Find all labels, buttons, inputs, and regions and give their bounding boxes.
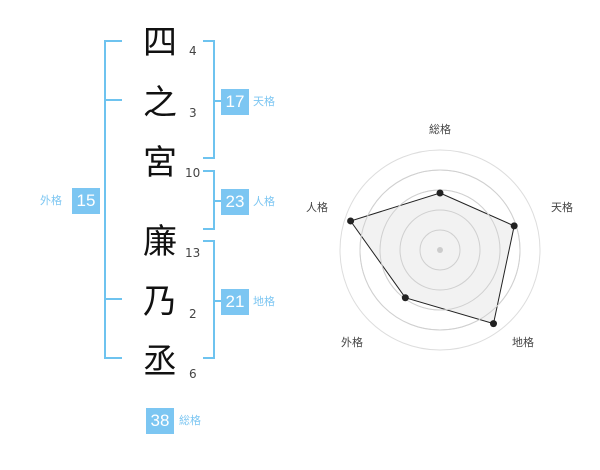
radar-point-0 [436, 189, 444, 197]
radar-label-tenkaku: 天格 [551, 201, 573, 214]
radar-point-1 [510, 222, 518, 230]
radar-label-gaikaku: 外格 [341, 336, 363, 349]
radar-grid-ring [419, 229, 461, 271]
chikaku-bracket [203, 240, 215, 359]
gaikaku-label: 外格 [40, 194, 62, 207]
radar-point-4 [347, 217, 355, 225]
stroke-count-2: 3 [189, 106, 197, 120]
chikaku-badge: 21 [221, 289, 249, 315]
bracket-tick [104, 99, 122, 101]
jinkaku-badge: 23 [221, 189, 249, 215]
jinkaku-label: 人格 [253, 195, 275, 208]
jinkaku-bracket [203, 170, 215, 230]
gaikaku-badge: 15 [72, 188, 100, 214]
soukaku-badge: 38 [146, 408, 174, 434]
name-char-2: 之 [143, 83, 177, 123]
chikaku-label: 地格 [253, 295, 275, 308]
name-char-3: 宮 [143, 143, 177, 183]
radar-label-chikaku: 地格 [512, 336, 534, 349]
tenkaku-bracket [203, 40, 215, 159]
soukaku-label: 総格 [179, 414, 201, 427]
radar-grid-ring [399, 209, 481, 291]
bracket-tick [215, 100, 221, 102]
stroke-count-6: 6 [189, 367, 197, 381]
stroke-count-5: 2 [189, 307, 197, 321]
radar-point-2 [489, 320, 497, 328]
radar-label-soukaku: 総格 [429, 123, 451, 136]
name-char-5: 乃 [143, 282, 177, 322]
stroke-count-4: 13 [185, 246, 201, 260]
radar-point-3 [401, 294, 409, 302]
tenkaku-badge: 17 [221, 89, 249, 115]
stroke-count-1: 4 [189, 44, 197, 58]
name-char-4: 廉 [143, 222, 177, 262]
bracket-tick [215, 200, 221, 202]
radar-area [349, 192, 515, 325]
radar-label-jinkaku: 人格 [306, 201, 328, 214]
gaikaku-bracket [104, 40, 122, 359]
name-char-6: 丞 [143, 342, 177, 382]
tenkaku-label: 天格 [253, 95, 275, 108]
stroke-count-3: 10 [185, 166, 201, 180]
radar-grid-ring [359, 169, 521, 331]
radar-center-dot [437, 247, 443, 253]
bracket-tick [215, 300, 221, 302]
name-char-1: 四 [143, 23, 177, 63]
bracket-tick [104, 298, 122, 300]
